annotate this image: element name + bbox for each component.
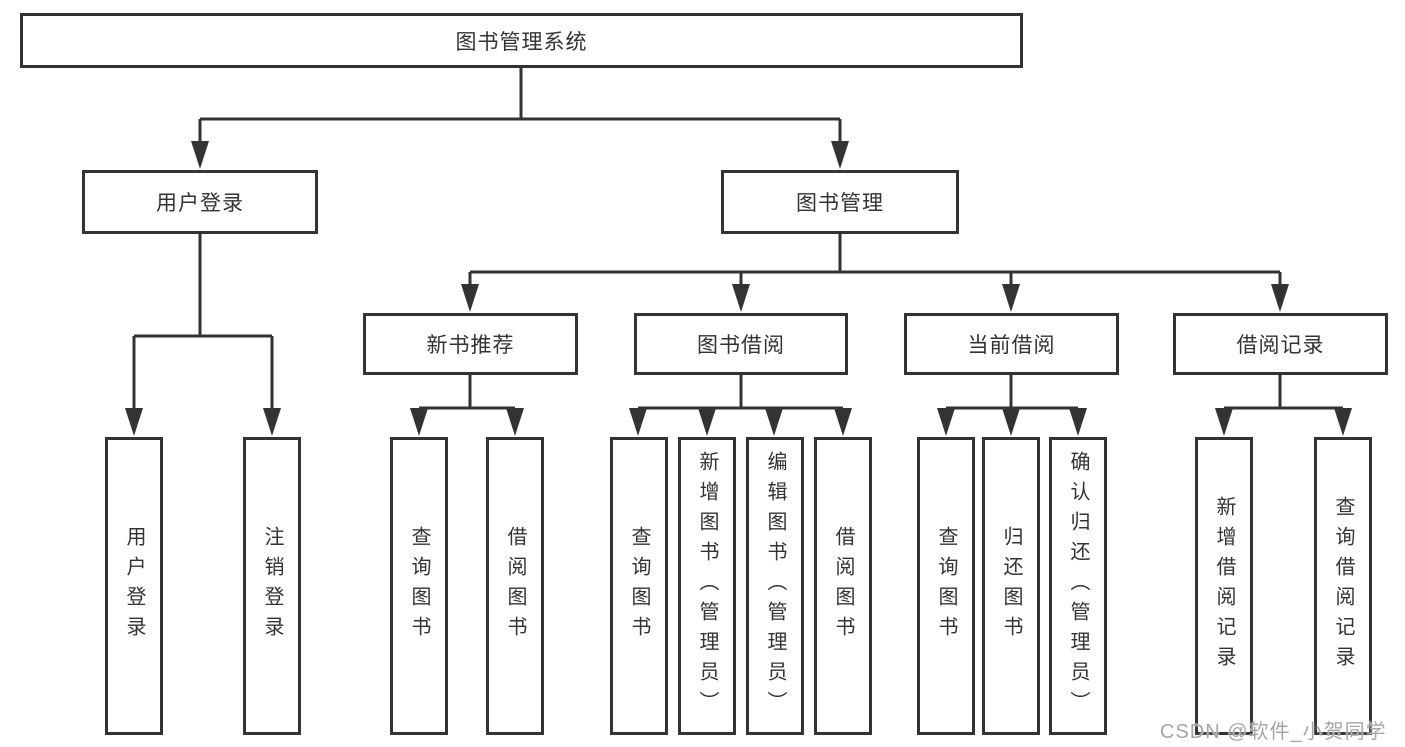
leaf-borrowing-borrow-book: 借阅图书 bbox=[814, 437, 872, 735]
csdn-watermark: CSDN @软件_小贺同学 bbox=[1160, 721, 1387, 743]
leaf-current-return-book: 归还图书 bbox=[982, 437, 1040, 735]
leaf-logout: 注销登录 bbox=[243, 437, 301, 735]
leaf-borrowing-add-book-admin: 新增图书（管理员） bbox=[678, 437, 736, 735]
node-user-login: 用户登录 bbox=[82, 170, 318, 234]
leaf-records-query-record: 查询借阅记录 bbox=[1314, 437, 1372, 735]
node-book-borrowing: 图书借阅 bbox=[634, 313, 848, 375]
node-book-management: 图书管理 bbox=[721, 170, 959, 234]
leaf-user-login: 用户登录 bbox=[105, 437, 163, 735]
leaf-borrowing-query-book: 查询图书 bbox=[610, 437, 668, 735]
node-current-borrowing: 当前借阅 bbox=[904, 313, 1119, 375]
arrowheads bbox=[125, 141, 1352, 436]
leaf-borrowing-edit-book-admin: 编辑图书（管理员） bbox=[746, 437, 804, 735]
leaf-current-confirm-return-admin: 确认归还（管理员） bbox=[1049, 437, 1107, 735]
node-borrow-records: 借阅记录 bbox=[1173, 313, 1388, 375]
node-library-system: 图书管理系统 bbox=[20, 13, 1023, 68]
leaf-recommend-borrow-book: 借阅图书 bbox=[486, 437, 544, 735]
leaf-records-add-record: 新增借阅记录 bbox=[1195, 437, 1253, 735]
node-new-book-recommend: 新书推荐 bbox=[363, 313, 578, 375]
leaf-recommend-query-book: 查询图书 bbox=[390, 437, 448, 735]
leaf-current-query-book: 查询图书 bbox=[917, 437, 975, 735]
